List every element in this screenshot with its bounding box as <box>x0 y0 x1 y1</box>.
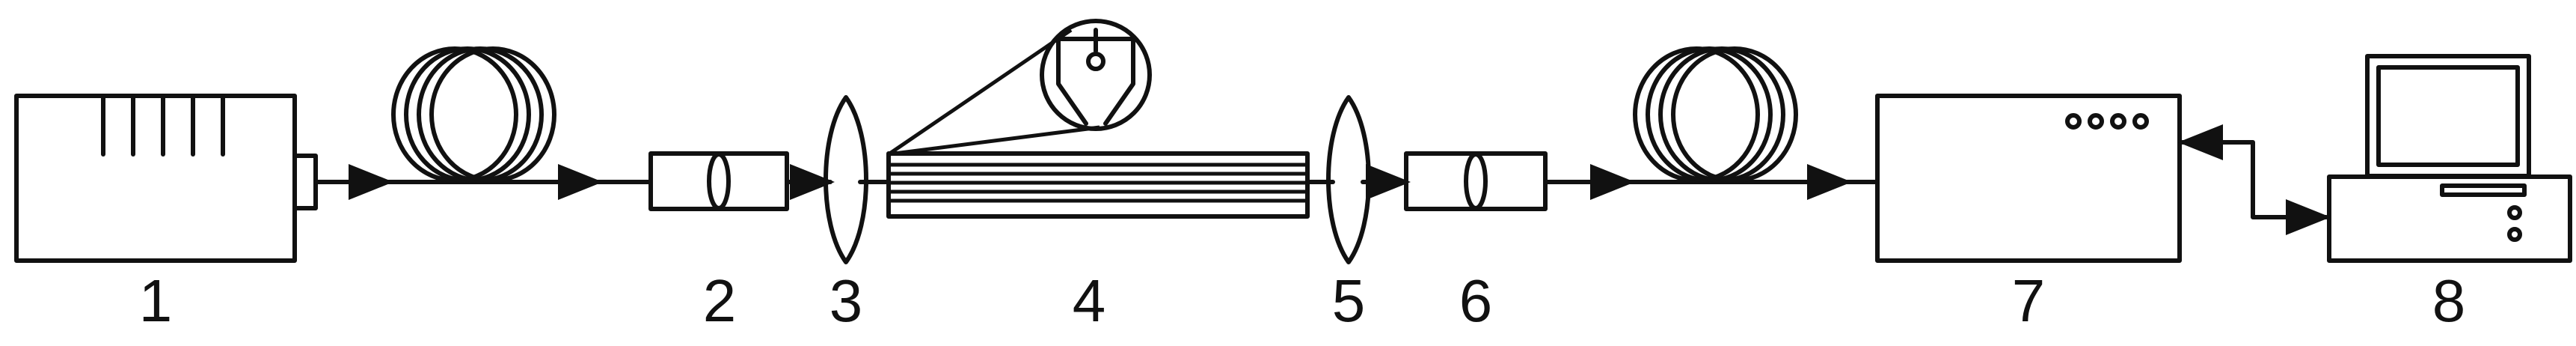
magnified-inset-icon <box>887 19 1152 157</box>
label-2: 2 <box>702 267 737 334</box>
lens-icon <box>1326 95 1371 264</box>
label-7: 7 <box>2011 267 2046 334</box>
label-5: 5 <box>1331 267 1366 334</box>
label-1: 1 <box>138 267 173 334</box>
label-4: 4 <box>1072 267 1106 334</box>
label-6: 6 <box>1459 267 1493 334</box>
fiber-bundle-icon <box>886 151 1310 219</box>
fiber-coil-icon <box>391 46 556 183</box>
lens-icon <box>824 95 868 264</box>
laser-source-icon <box>14 94 318 263</box>
computer-icon <box>2327 54 2572 263</box>
label-3: 3 <box>829 267 863 334</box>
analyzer-box-icon <box>1875 94 2182 263</box>
collimator-icon <box>648 151 789 211</box>
fiber-coil-icon <box>1633 46 1798 183</box>
label-8: 8 <box>2432 267 2466 334</box>
bidirectional-arrow-icon <box>2178 124 2331 235</box>
collimator-icon <box>1404 151 1548 211</box>
